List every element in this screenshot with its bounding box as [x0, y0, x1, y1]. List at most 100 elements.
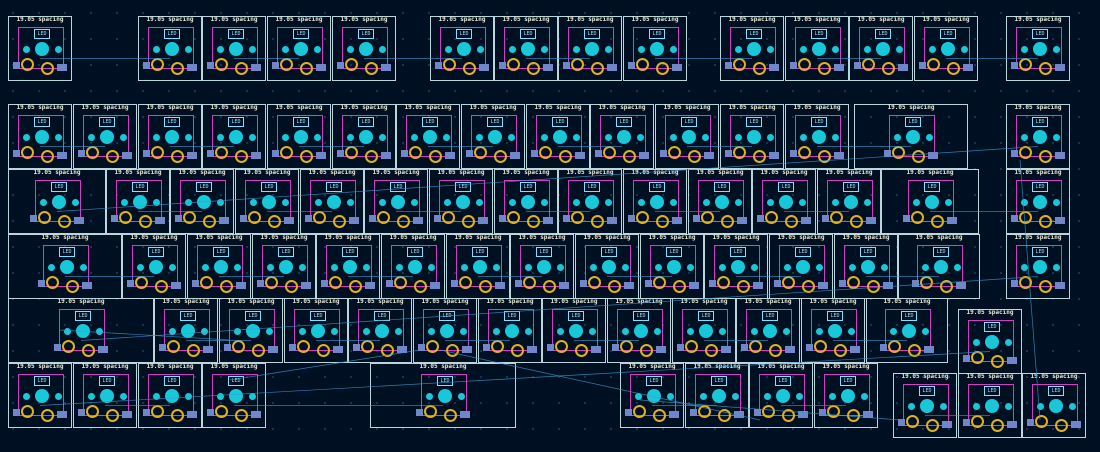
switch-courtyard[interactable]: LED: [175, 180, 229, 228]
switch-courtyard[interactable]: LED: [757, 180, 811, 228]
switch-courtyard[interactable]: LED: [741, 309, 795, 357]
switch-courtyard[interactable]: LED: [321, 245, 375, 293]
switch-courtyard[interactable]: LED: [806, 309, 860, 357]
switch-courtyard[interactable]: LED: [13, 374, 67, 422]
switch-courtyard[interactable]: LED: [369, 180, 423, 228]
switch-courtyard[interactable]: LED: [563, 180, 617, 228]
switch-courtyard[interactable]: LED: [839, 245, 893, 293]
switch-courtyard[interactable]: LED: [30, 180, 84, 228]
switch-courtyard[interactable]: LED: [1011, 115, 1065, 163]
switch-courtyard[interactable]: LED: [628, 27, 682, 75]
switch-courtyard[interactable]: LED: [466, 115, 520, 163]
switch-courtyard[interactable]: LED: [337, 115, 391, 163]
switch-courtyard[interactable]: LED: [38, 245, 92, 293]
switch-courtyard[interactable]: LED: [386, 245, 440, 293]
switch-courtyard[interactable]: LED: [660, 115, 714, 163]
switch-courtyard[interactable]: LED: [531, 115, 585, 163]
switch-courtyard[interactable]: LED: [625, 374, 679, 422]
switch-courtyard[interactable]: LED: [207, 27, 261, 75]
switch-courtyard[interactable]: LED: [690, 374, 744, 422]
switch-courtyard[interactable]: LED: [898, 384, 952, 432]
switch-courtyard[interactable]: LED: [78, 374, 132, 422]
switch-courtyard[interactable]: LED: [353, 309, 407, 357]
switch-courtyard[interactable]: LED: [1011, 27, 1065, 75]
switch-courtyard[interactable]: LED: [337, 27, 391, 75]
switch-courtyard[interactable]: LED: [612, 309, 666, 357]
switch-courtyard[interactable]: LED: [159, 309, 213, 357]
switch-courtyard[interactable]: LED: [111, 180, 165, 228]
switch-courtyard[interactable]: LED: [754, 374, 808, 422]
switch-courtyard[interactable]: LED: [483, 309, 537, 357]
switch-courtyard[interactable]: LED: [127, 245, 181, 293]
switch-courtyard[interactable]: LED: [257, 245, 311, 293]
switch-courtyard[interactable]: LED: [78, 115, 132, 163]
switch-courtyard[interactable]: LED: [515, 245, 569, 293]
switch-courtyard[interactable]: LED: [580, 245, 634, 293]
switch-courtyard[interactable]: LED: [709, 245, 763, 293]
switch-courtyard[interactable]: LED: [884, 115, 938, 163]
switch-courtyard[interactable]: LED: [305, 180, 359, 228]
switch-courtyard[interactable]: LED: [1011, 180, 1065, 228]
switch-courtyard[interactable]: LED: [854, 27, 908, 75]
switch-courtyard[interactable]: LED: [289, 309, 343, 357]
switch-courtyard[interactable]: LED: [451, 245, 505, 293]
switch-courtyard[interactable]: LED: [499, 27, 553, 75]
switch-courtyard[interactable]: LED: [963, 320, 1017, 368]
switch-courtyard[interactable]: LED: [401, 115, 455, 163]
switch-courtyard[interactable]: LED: [143, 374, 197, 422]
switch-courtyard[interactable]: LED: [822, 180, 876, 228]
switch-courtyard[interactable]: LED: [54, 309, 108, 357]
switch-courtyard[interactable]: LED: [547, 309, 601, 357]
switch-courtyard[interactable]: LED: [13, 115, 67, 163]
switch-courtyard[interactable]: LED: [435, 27, 489, 75]
